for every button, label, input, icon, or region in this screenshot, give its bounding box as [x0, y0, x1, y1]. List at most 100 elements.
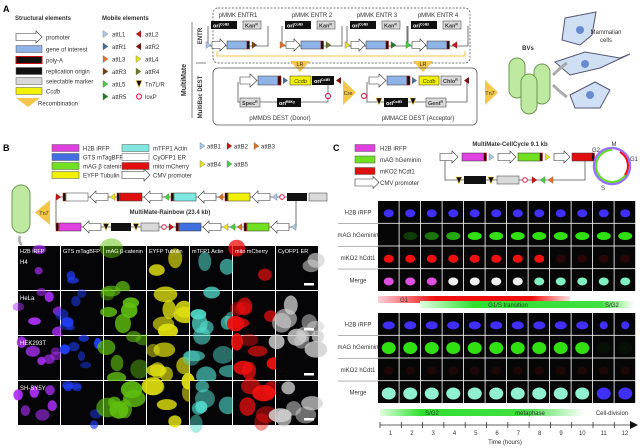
timelapse-frame [507, 313, 528, 335]
axis-tick-label: 6 [495, 431, 499, 437]
nucleus [598, 209, 609, 218]
timelapse-frame [550, 201, 571, 223]
timelapse-frame [550, 381, 571, 403]
att-site-icon [135, 55, 142, 63]
timelapse-frame [399, 313, 421, 335]
nucleus [620, 209, 631, 218]
attr1-icon [412, 77, 417, 84]
nucleus [424, 387, 439, 400]
g1-phase-bar [378, 296, 570, 303]
nucleus [534, 209, 545, 218]
cell-image-hela [147, 286, 198, 339]
spec-marker [239, 97, 261, 108]
axis-tick-label: 1 [389, 431, 393, 437]
sg2-label: S/G2 [605, 303, 619, 309]
att-site-icon [236, 223, 243, 231]
att-site-icon [451, 41, 458, 49]
ori-box [312, 76, 334, 85]
gene-box [119, 192, 143, 202]
cre-arrow [343, 80, 356, 105]
ccdb-label: Ccdb [294, 79, 307, 85]
nucleus [403, 387, 418, 400]
gene-box [517, 152, 541, 162]
legend-swatch [15, 45, 43, 53]
timelapse-frame [614, 269, 636, 291]
nucleus [403, 232, 418, 241]
rainbow-legend-label: mTFP1 Actin [153, 147, 187, 153]
nucleus [555, 209, 566, 218]
phase-m-label: M [612, 142, 617, 148]
poly-a [277, 75, 282, 86]
timelapse-frame [571, 358, 593, 381]
timelapse-frame [528, 381, 550, 403]
promoter-icon [121, 168, 151, 182]
acceptor-label: pMMACE DEST (Acceptor) [382, 116, 455, 122]
cell-image-sh-sy5y [189, 380, 237, 433]
timelapse-frame [421, 358, 442, 381]
tn7-arrow [35, 200, 50, 225]
ccdb-box [289, 75, 312, 86]
cell-image-hela [100, 285, 146, 335]
nucleus [383, 209, 394, 218]
gene-box [300, 40, 322, 50]
poly-a [116, 192, 120, 202]
cell-image-hela [55, 288, 103, 335]
nucleus [534, 254, 545, 263]
nucleus [405, 366, 416, 375]
timelapse-frame [571, 269, 593, 291]
channel-label: mTFP1 Actin [192, 249, 223, 255]
tn7-label: Tn7 [485, 91, 494, 97]
marker-box [140, 222, 160, 232]
mobile-legend-label: attL3 [112, 58, 126, 64]
timelapse-frame [399, 381, 421, 403]
timelapse-frame [593, 269, 614, 291]
timelapse-frame [485, 313, 507, 335]
nucleus [576, 321, 589, 330]
timelapse-frame [571, 223, 593, 246]
mammalian-cells-icon [551, 11, 631, 109]
mobile-legend-label: loxP [145, 95, 157, 101]
nucleus [383, 277, 394, 286]
att-site-icon [290, 223, 297, 231]
nucleus [598, 366, 609, 375]
att-site-icon [199, 142, 206, 150]
timelapse-frame [421, 201, 442, 223]
mammalian-cells-label: Mammalian [590, 30, 621, 36]
gene-box [461, 152, 485, 162]
nucleus [577, 366, 588, 375]
nucleus [575, 387, 590, 400]
structural-legend-label: gene of interest [46, 48, 88, 54]
nucleus [554, 321, 567, 330]
mobile-legend-label: attL5 [112, 83, 126, 89]
cell-image-h4 [228, 239, 275, 290]
nucleus [596, 232, 611, 241]
row-label: mKO2 hCdt1 [341, 256, 376, 262]
timelapse-frame [464, 335, 485, 358]
gene-box [365, 40, 387, 50]
timelapse-frame [378, 358, 399, 381]
timelapse-frame [442, 201, 464, 223]
kan-label: KanR [245, 23, 258, 30]
nucleus [618, 387, 633, 400]
nucleus [405, 254, 416, 263]
cellcycle-legend-label: CMV promoter [380, 181, 419, 187]
nucleus [553, 232, 568, 241]
mobile-legend-label: attL4 [145, 58, 159, 64]
ori-label: oriColEI [352, 23, 368, 30]
cellcycle-legend-label: mAG hGeminin [380, 158, 421, 164]
kan-marker [316, 20, 336, 30]
tn7-icon [132, 223, 140, 232]
promoter-icon [411, 38, 427, 52]
att-legend-label: attB4 [207, 163, 222, 169]
cell-image-h4 [276, 246, 325, 290]
timelapse-frame [442, 223, 464, 246]
tn7-label: Tn7 [39, 211, 48, 217]
poly-a [406, 75, 411, 86]
att-site-icon [102, 42, 109, 51]
